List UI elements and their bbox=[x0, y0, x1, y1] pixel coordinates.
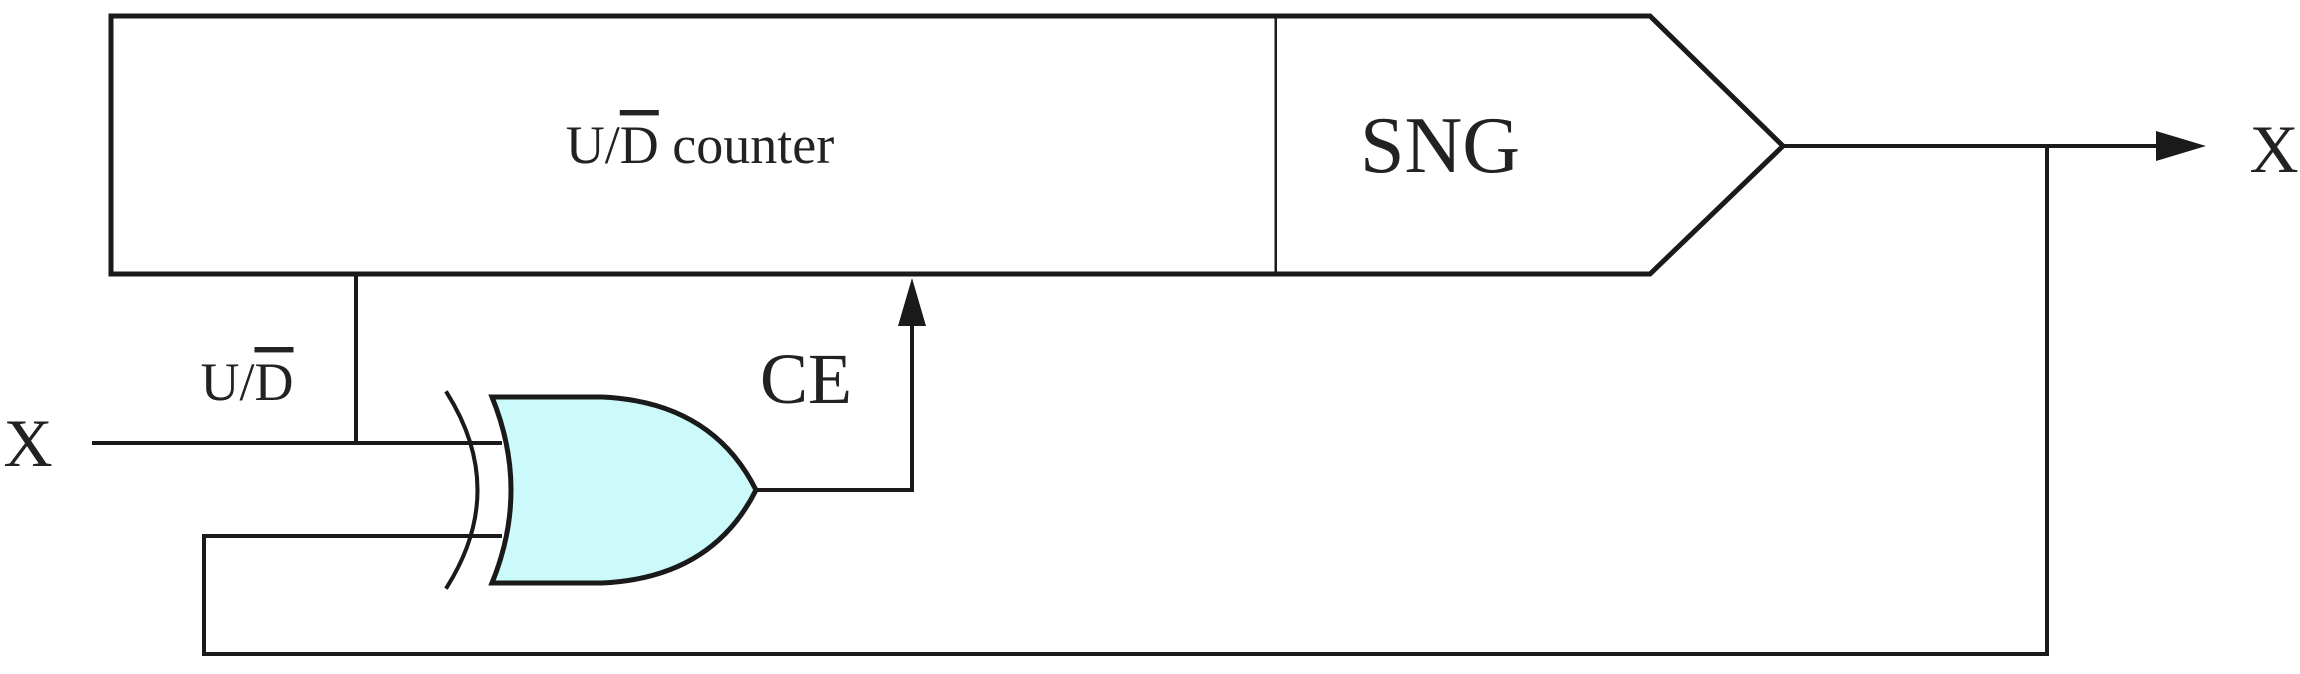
enable-label: CE bbox=[760, 339, 852, 419]
output-arrowhead bbox=[2156, 131, 2206, 161]
sng-block bbox=[1277, 13, 1787, 277]
counter-label: U/D counter bbox=[566, 115, 834, 175]
feedback-wire bbox=[202, 144, 2049, 656]
sng-label: SNG bbox=[1360, 102, 1520, 190]
xor-gate-back-arc bbox=[444, 390, 480, 590]
direction-label-bar: D bbox=[255, 352, 294, 412]
counter-label-bar: D bbox=[620, 115, 659, 175]
xor-gate-body bbox=[488, 394, 759, 586]
enable-arrowhead bbox=[898, 278, 926, 326]
output-label: X bbox=[2249, 111, 2298, 187]
input-label: X bbox=[3, 405, 52, 481]
enable-wire bbox=[754, 320, 914, 492]
counter-block bbox=[108, 13, 1280, 277]
direction-label: U/D bbox=[201, 352, 294, 412]
